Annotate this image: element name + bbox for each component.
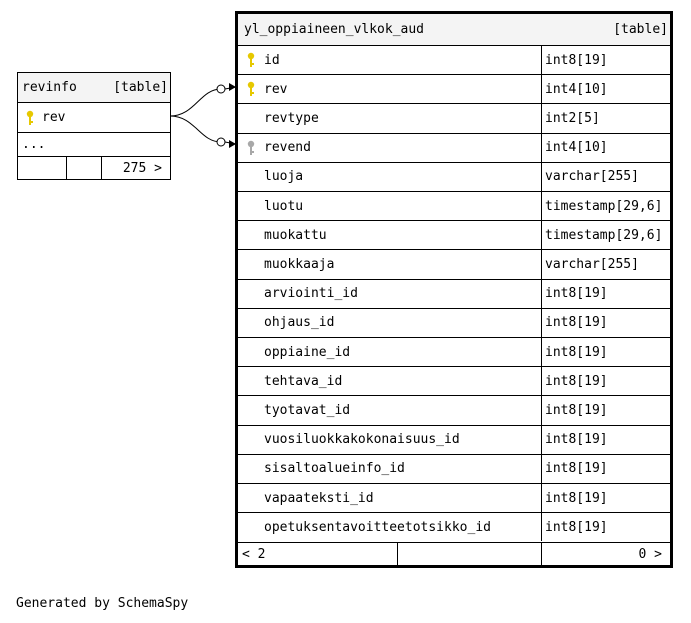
- column-name: sisaltoalueinfo_id: [264, 461, 405, 477]
- column-row-muokkaaja[interactable]: muokkaaja varchar[255]: [238, 249, 670, 279]
- column-row-vapaateksti-id[interactable]: vapaateksti_id int8[19]: [238, 483, 670, 513]
- column-type: timestamp[29,6]: [545, 198, 663, 214]
- column-name: vapaateksti_id: [264, 490, 374, 506]
- column-name: tehtava_id: [264, 373, 343, 389]
- column-type: int8[19]: [545, 432, 608, 448]
- column-row-tyotavat-id[interactable]: tyotavat_id int8[19]: [238, 395, 670, 425]
- column-name: rev: [264, 81, 288, 97]
- column-row-tehtava-id[interactable]: tehtava_id int8[19]: [238, 366, 670, 396]
- column-name: ohjaus_id: [264, 315, 335, 331]
- revinfo-header[interactable]: revinfo [table]: [18, 73, 170, 102]
- column-type: int4[10]: [545, 140, 608, 156]
- column-row-revend[interactable]: revend int4[10]: [238, 132, 670, 162]
- revinfo-footer: 275 >: [18, 156, 170, 180]
- column-row-rev[interactable]: rev int4[10]: [238, 74, 670, 104]
- column-row-arviointi-id[interactable]: arviointi_id int8[19]: [238, 278, 670, 308]
- column-name: vuosiluokkakokonaisuus_id: [264, 432, 460, 448]
- revinfo-column-name: rev: [42, 110, 66, 125]
- column-type: int8[19]: [545, 286, 608, 302]
- main-table-parents-count[interactable]: < 2: [242, 546, 266, 562]
- revinfo-row-rev[interactable]: rev: [18, 102, 170, 132]
- primary-key-icon: [26, 110, 34, 125]
- column-row-muokattu[interactable]: muokattu timestamp[29,6]: [238, 220, 670, 250]
- column-name: oppiaine_id: [264, 344, 351, 360]
- revinfo-table[interactable]: revinfo [table] rev ... 275 >: [17, 72, 171, 180]
- arrowhead-revend: [229, 140, 236, 148]
- column-name: revtype: [264, 110, 319, 126]
- column-row-vuosiluokkakokonaisuus-id[interactable]: vuosiluokkakokonaisuus_id int8[19]: [238, 424, 670, 454]
- column-name: opetuksentavoitteetotsikko_id: [264, 519, 491, 535]
- column-name: luotu: [264, 198, 304, 214]
- column-type: int8[19]: [545, 402, 608, 418]
- column-name: muokkaaja: [264, 256, 335, 272]
- revinfo-row-ellipsis: ...: [18, 132, 170, 156]
- column-type: timestamp[29,6]: [545, 227, 663, 243]
- column-row-opetuksentavoitteetotsikko-id[interactable]: opetuksentavoitteetotsikko_id int8[19]: [238, 512, 670, 542]
- connector-circle-rev: [216, 84, 226, 94]
- connector-circle-revend: [216, 137, 226, 147]
- column-type: int2[5]: [545, 110, 600, 126]
- column-name: revend: [264, 140, 311, 156]
- column-type: int8[19]: [545, 461, 608, 477]
- main-table-header[interactable]: yl_oppiaineen_vlkok_aud [table]: [238, 14, 670, 45]
- main-table-children-count[interactable]: 0 >: [638, 546, 662, 562]
- column-type: varchar[255]: [545, 256, 639, 272]
- column-row-oppiaine-id[interactable]: oppiaine_id int8[19]: [238, 337, 670, 367]
- column-row-luoja[interactable]: luoja varchar[255]: [238, 161, 670, 191]
- revinfo-table-badge: [table]: [113, 80, 168, 95]
- column-name: arviointi_id: [264, 286, 358, 302]
- column-type: int8[19]: [545, 52, 608, 68]
- column-type: int8[19]: [545, 373, 608, 389]
- column-name: luoja: [264, 169, 304, 185]
- foreign-key-icon: [247, 140, 255, 155]
- column-type: varchar[255]: [545, 169, 639, 185]
- column-type: int8[19]: [545, 315, 608, 331]
- relation-rev-to-rev: [169, 88, 222, 117]
- revinfo-ellipsis: ...: [22, 137, 46, 152]
- column-type: int8[19]: [545, 344, 608, 360]
- main-table-name: yl_oppiaineen_vlkok_aud: [244, 22, 425, 37]
- main-table-badge: [table]: [613, 22, 668, 37]
- revinfo-row-count[interactable]: 275 >: [122, 161, 162, 176]
- column-type: int4[10]: [545, 81, 608, 97]
- column-row-revtype[interactable]: revtype int2[5]: [238, 103, 670, 133]
- primary-key-icon: [247, 52, 255, 68]
- column-name: id: [264, 52, 280, 68]
- generated-by-footer: Generated by SchemaSpy: [16, 596, 189, 611]
- main-table-footer: < 2 0 >: [238, 542, 670, 565]
- arrowhead-rev: [229, 83, 236, 91]
- column-name: tyotavat_id: [264, 402, 351, 418]
- relation-rev-to-revend: [169, 115, 222, 143]
- column-type: int8[19]: [545, 490, 608, 506]
- column-type: int8[19]: [545, 519, 608, 535]
- primary-key-icon: [247, 82, 255, 97]
- column-row-ohjaus-id[interactable]: ohjaus_id int8[19]: [238, 307, 670, 337]
- column-row-id[interactable]: id int8[19]: [238, 45, 670, 75]
- revinfo-table-name: revinfo: [22, 80, 77, 95]
- column-name: muokattu: [264, 227, 327, 243]
- column-row-sisaltoalueinfo-id[interactable]: sisaltoalueinfo_id int8[19]: [238, 453, 670, 483]
- main-table[interactable]: yl_oppiaineen_vlkok_aud [table] id int8[1…: [235, 11, 673, 568]
- column-row-luotu[interactable]: luotu timestamp[29,6]: [238, 191, 670, 221]
